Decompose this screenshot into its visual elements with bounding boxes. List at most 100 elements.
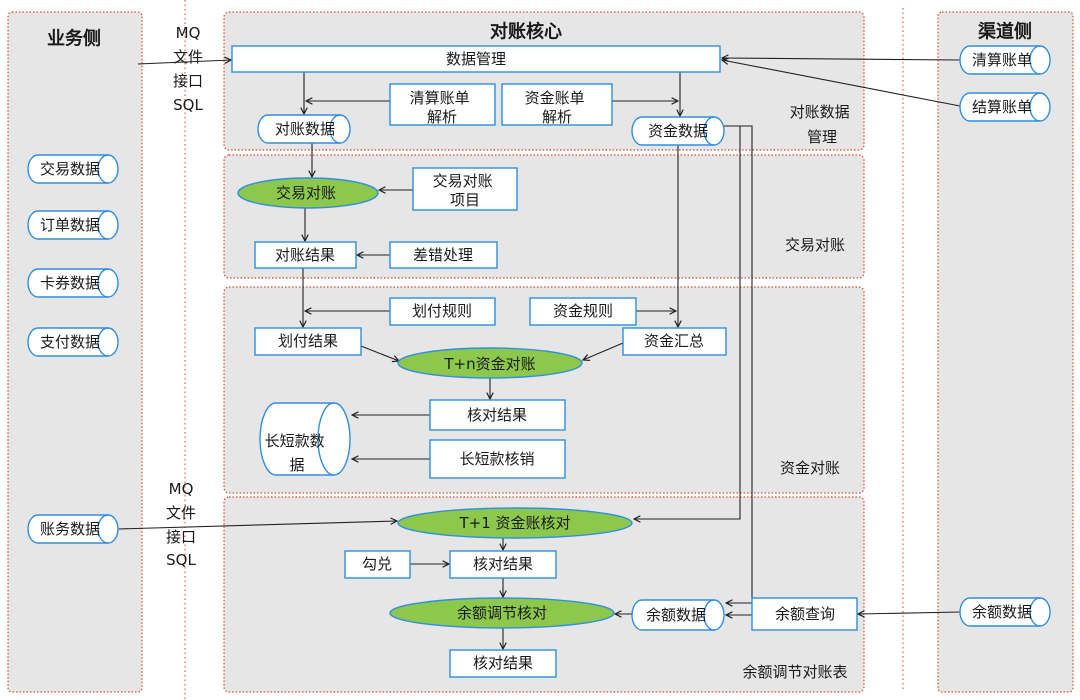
- trade-recon-items-line-2: 项目: [450, 191, 480, 209]
- trade-recon-items-node: 交易对账 项目: [412, 167, 518, 211]
- interface-api: 接口: [173, 72, 203, 90]
- trade-recon-items-box: [412, 167, 518, 211]
- order-data-label: 订单数据: [40, 216, 100, 234]
- error-handling-label: 差错处理: [413, 246, 473, 264]
- long-short-writeoff-node: 长短款核销: [429, 439, 566, 479]
- cylinder-end-cap: [97, 210, 109, 240]
- settlement-bill-source: 结算账单: [959, 92, 1051, 122]
- clearing-bill-parse-label: 清算账单 解析: [410, 89, 475, 126]
- channel-side-background: [937, 11, 1074, 693]
- clearing-bill-parse-node: 清算账单 解析: [389, 83, 496, 126]
- balance-section-label: 余额调节对账表: [742, 663, 847, 681]
- balance-check-result-box-2: [449, 649, 557, 678]
- long-short-writeoff-box: [429, 439, 566, 479]
- transfer-rules-node: 划付规则: [389, 297, 496, 326]
- interface-sql: SQL: [166, 551, 196, 569]
- cylinder-end-cap: [97, 514, 109, 544]
- fund-check-result-label: 核对结果: [467, 406, 527, 424]
- cylinder-end-cap: [1029, 597, 1041, 627]
- fund-rules-box: [529, 297, 637, 326]
- business-side-title: 业务侧: [47, 28, 101, 50]
- long-short-data-label: 长短款数 据: [265, 432, 330, 474]
- arrow-channel-balance-to-balance-query: [858, 612, 961, 614]
- trade-recon-label: 交易对账: [276, 184, 336, 202]
- tn-fund-recon-process: T+n资金对账: [397, 347, 583, 379]
- balance-query-label: 余额查询: [775, 605, 835, 623]
- core-title: 对账核心: [490, 21, 562, 43]
- interface-mq: MQ: [169, 480, 194, 498]
- data-management-section-label-line-1: 对账数据: [790, 103, 850, 121]
- fund-bill-parse-label: 资金账单 解析: [525, 89, 590, 126]
- clearing-bill-parse-box: [389, 83, 496, 126]
- balance-recon-process: 余额调节核对: [389, 597, 615, 629]
- arrow-clearing-bill-to-data-management: [722, 58, 961, 60]
- long-short-writeoff-label: 长短款核销: [459, 450, 534, 468]
- fund-bill-parse-line-2: 解析: [542, 108, 572, 126]
- payment-data-label: 支付数据: [40, 333, 100, 351]
- fund-data-label: 资金数据: [648, 122, 708, 140]
- fund-rules-node: 资金规则: [529, 297, 637, 326]
- trade-recon-items-line-1: 交易对账: [433, 172, 493, 190]
- arrow-accounting-data-to-t1-recon: [117, 521, 397, 530]
- trade-data-source: 交易数据: [27, 154, 119, 184]
- fund-summary-node: 资金汇总: [622, 327, 727, 356]
- balance-query-node: 余额查询: [751, 597, 858, 631]
- balance-data-store: 余额数据: [631, 599, 725, 631]
- fund-summary-box: [622, 327, 727, 356]
- interface-file: 文件: [173, 48, 203, 66]
- arrow-business-to-data-management: [137, 60, 231, 65]
- t1-fund-recon-ellipse: [397, 507, 633, 539]
- clearing-bill-parse-line-2: 解析: [427, 108, 457, 126]
- cylinder-end-cap: [703, 599, 715, 631]
- balance-check-result-box-1: [449, 550, 557, 579]
- trade-section-label: 交易对账: [785, 236, 845, 254]
- long-short-data-line-1: 长短款数: [265, 432, 325, 450]
- fund-bill-parse-box: [501, 83, 613, 126]
- data-management-section-label: 对账数据 管理: [790, 103, 855, 146]
- error-handling-box: [389, 241, 498, 269]
- interface-file: 文件: [166, 504, 196, 522]
- transfer-result-node: 划付结果: [254, 327, 362, 356]
- cylinder-end-cap: [97, 268, 109, 298]
- balance-check-result-label-1: 核对结果: [473, 555, 533, 573]
- interface-mq: MQ: [176, 24, 201, 42]
- balance-data-label: 余额数据: [646, 606, 706, 624]
- payment-data-source: 支付数据: [27, 327, 119, 357]
- trade-recon-items-label: 交易对账 项目: [433, 172, 498, 209]
- recon-result-box: [254, 241, 357, 269]
- fund-section-label: 资金对账: [780, 459, 840, 477]
- clearing-bill-label: 清算账单: [972, 51, 1032, 69]
- error-handling-node: 差错处理: [389, 241, 498, 269]
- channel-side-title: 渠道侧: [978, 21, 1032, 43]
- t1-fund-recon-process: T+1 资金账核对: [397, 507, 633, 539]
- accounting-data-label: 账务数据: [40, 520, 100, 538]
- fund-bill-parse-line-1: 资金账单: [525, 89, 585, 107]
- accounting-data-source: 账务数据: [27, 514, 119, 544]
- tn-fund-recon-label: T+n资金对账: [443, 355, 535, 373]
- cylinder-end-cap: [97, 327, 109, 357]
- lower-interface-labels: MQ 文件 接口 SQL: [166, 480, 196, 569]
- settlement-bill-label: 结算账单: [972, 98, 1032, 116]
- trade-data-label: 交易数据: [40, 160, 100, 178]
- arrow-transfer-result-to-tn-recon: [360, 345, 399, 361]
- fund-rules-label: 资金规则: [553, 302, 613, 320]
- t1-fund-recon-label: T+1 资金账核对: [458, 514, 570, 532]
- cylinder-end-cap: [1029, 45, 1041, 75]
- clearing-bill-parse-line-1: 清算账单: [410, 89, 470, 107]
- clearing-bill-source: 清算账单: [959, 45, 1051, 75]
- matching-node: 勾兑: [344, 550, 411, 579]
- trade-recon-process: 交易对账: [237, 177, 379, 209]
- trade-reconciliation-section: [223, 154, 865, 279]
- balance-query-box: [751, 597, 858, 631]
- balance-recon-label: 余额调节核对: [457, 604, 547, 622]
- upper-interface-labels: MQ 文件 接口 SQL: [173, 24, 203, 114]
- balance-check-result-node-2: 核对结果: [449, 649, 557, 678]
- matching-label: 勾兑: [362, 555, 392, 573]
- channel-side-panel: 渠道侧: [937, 11, 1074, 693]
- data-management-label: 数据管理: [446, 50, 506, 68]
- long-short-data-store: 长短款数 据: [259, 402, 351, 476]
- balance-recon-ellipse: [389, 597, 615, 629]
- coupon-data-label: 卡券数据: [40, 274, 100, 292]
- order-data-source: 订单数据: [27, 210, 119, 240]
